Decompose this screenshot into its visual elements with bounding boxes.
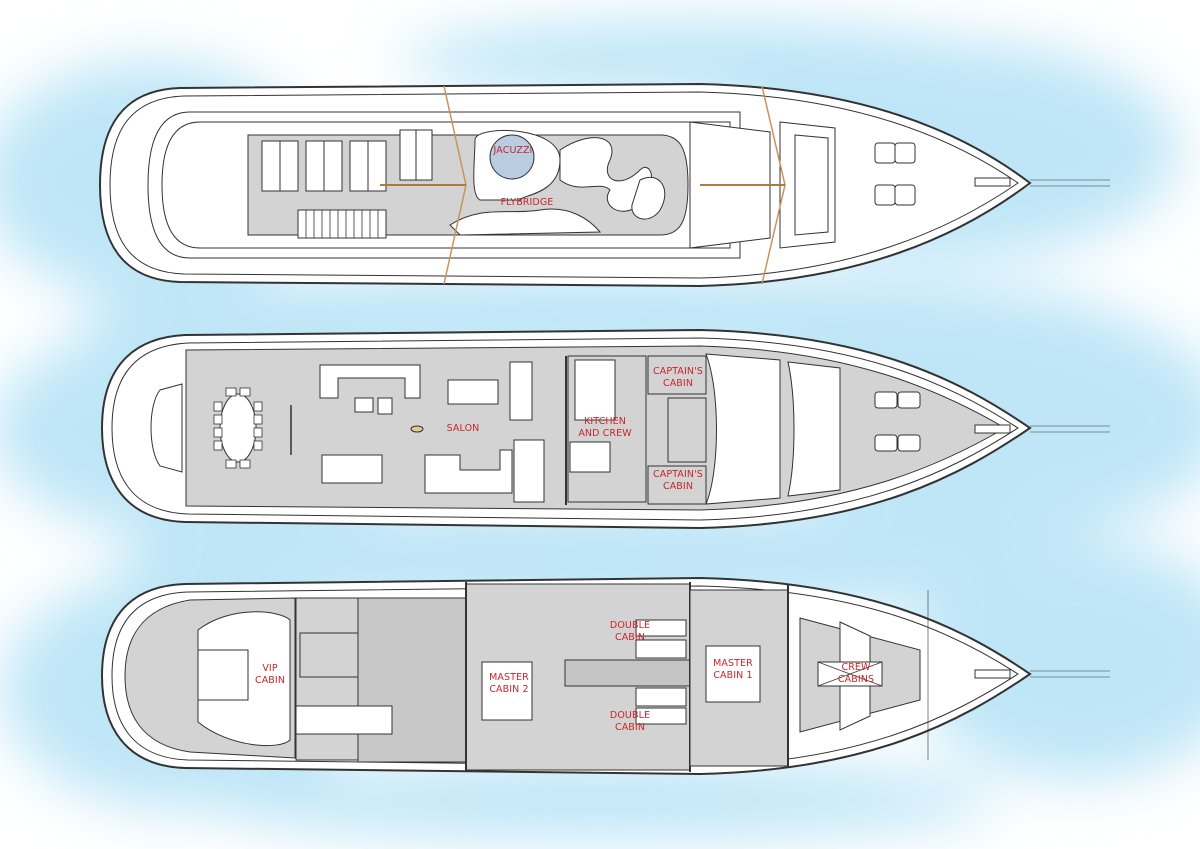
salon-label: SALON [446,423,480,434]
kitchen-and-crew-label: KITCHEN AND CREW [578,416,632,439]
double-cabin-2-label: DOUBLE CABIN [609,710,651,733]
crew-cabins-label: CREW CABINS [837,662,875,685]
captains-cabin-2-label: CAPTAIN'S CABIN [653,469,703,492]
master-cabin-1-label: MASTER CABIN 1 [713,658,753,681]
jacuzzi-label: JACUZZI [493,145,533,156]
captains-cabin-1-label: CAPTAIN'S CABIN [653,366,703,389]
flybridge-label: FLYBRIDGE [500,197,554,208]
vip-cabin-label: VIP CABIN [254,663,286,686]
double-cabin-1-label: DOUBLE CABIN [609,620,651,643]
master-cabin-2-label: MASTER CABIN 2 [489,672,529,695]
flybridge-deck [98,82,1110,288]
